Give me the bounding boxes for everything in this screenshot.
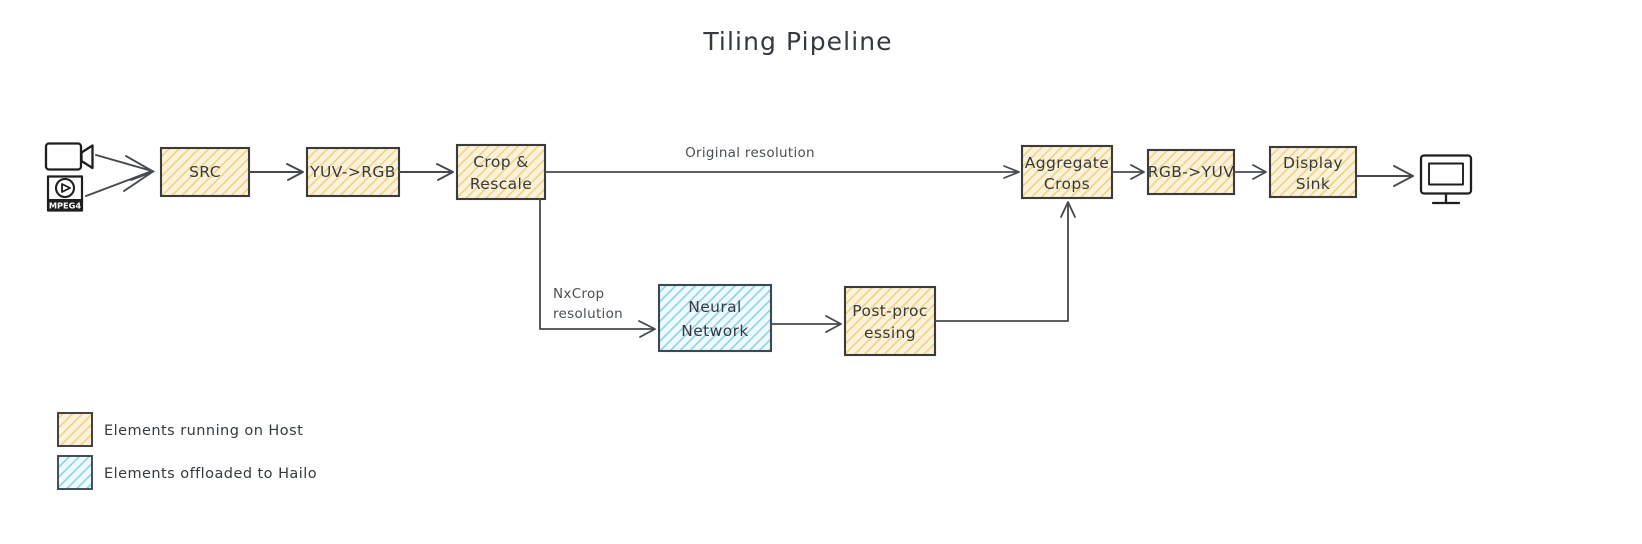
legend-item-host: Elements running on Host xyxy=(57,412,303,447)
edge-src-to-yuv xyxy=(248,163,304,181)
node-aggregate-crops-label-1: Aggregate xyxy=(1025,154,1109,172)
node-src-label: SRC xyxy=(189,163,221,181)
edge-label-original-resolution: Original resolution xyxy=(685,145,815,161)
edge-display-to-monitor xyxy=(1355,165,1414,187)
node-post-processing-label-1: Post-proc xyxy=(852,302,928,320)
node-src[interactable]: SRC xyxy=(159,146,251,198)
node-rgb-to-yuv[interactable]: RGB->YUV xyxy=(1146,148,1236,196)
edge-original-resolution: Original resolution xyxy=(544,145,1020,179)
node-display-sink-label-1: Display xyxy=(1283,154,1343,172)
node-display-sink[interactable]: Display Sink xyxy=(1268,145,1358,199)
node-aggregate-crops[interactable]: Aggregate Crops xyxy=(1020,144,1114,200)
edge-label-nxcrop-1: NxCrop xyxy=(553,286,604,302)
node-display-sink-label-2: Sink xyxy=(1296,175,1331,193)
node-yuv-to-rgb-label: YUV->RGB xyxy=(309,163,396,181)
page-title: Tiling Pipeline xyxy=(702,27,892,56)
node-yuv-to-rgb[interactable]: YUV->RGB xyxy=(305,146,401,198)
node-post-processing-label-2: essing xyxy=(864,324,916,342)
monitor-icon xyxy=(1419,154,1473,205)
legend-swatch-host xyxy=(57,412,93,447)
edge-sources-to-src xyxy=(85,154,155,197)
node-crop-rescale[interactable]: Crop & Rescale xyxy=(455,143,547,201)
edge-postproc-to-aggregate xyxy=(934,201,1076,322)
mpeg4-file-icon: MPEG4 xyxy=(46,175,84,212)
legend-label-host: Elements running on Host xyxy=(104,423,303,439)
mpeg4-label: MPEG4 xyxy=(49,200,81,210)
edge-yuv-to-crop xyxy=(398,163,454,181)
legend-swatch-hailo xyxy=(57,455,93,490)
node-neural-network-label-1: Neural xyxy=(688,298,742,316)
edge-aggregate-to-rgb xyxy=(1111,164,1145,180)
edge-nxcrop-resolution: NxCrop resolution xyxy=(539,198,656,338)
node-post-processing[interactable]: Post-proc essing xyxy=(843,285,937,357)
legend: Elements running on Host Elements offloa… xyxy=(57,412,317,490)
node-aggregate-crops-label-2: Crops xyxy=(1044,175,1090,193)
legend-label-hailo: Elements offloaded to Hailo xyxy=(104,466,317,482)
node-neural-network[interactable]: Neural Network xyxy=(657,283,773,353)
video-camera-icon xyxy=(44,142,94,171)
node-crop-rescale-label-2: Rescale xyxy=(470,175,532,193)
node-neural-network-label-2: Network xyxy=(681,322,749,340)
node-rgb-to-yuv-label: RGB->YUV xyxy=(1148,163,1235,181)
legend-item-hailo: Elements offloaded to Hailo xyxy=(57,455,317,490)
edge-label-nxcrop-2: resolution xyxy=(553,306,623,322)
node-crop-rescale-label-1: Crop & xyxy=(473,153,529,171)
edge-nn-to-postproc xyxy=(770,315,842,333)
edge-rgb-to-display xyxy=(1233,164,1267,180)
